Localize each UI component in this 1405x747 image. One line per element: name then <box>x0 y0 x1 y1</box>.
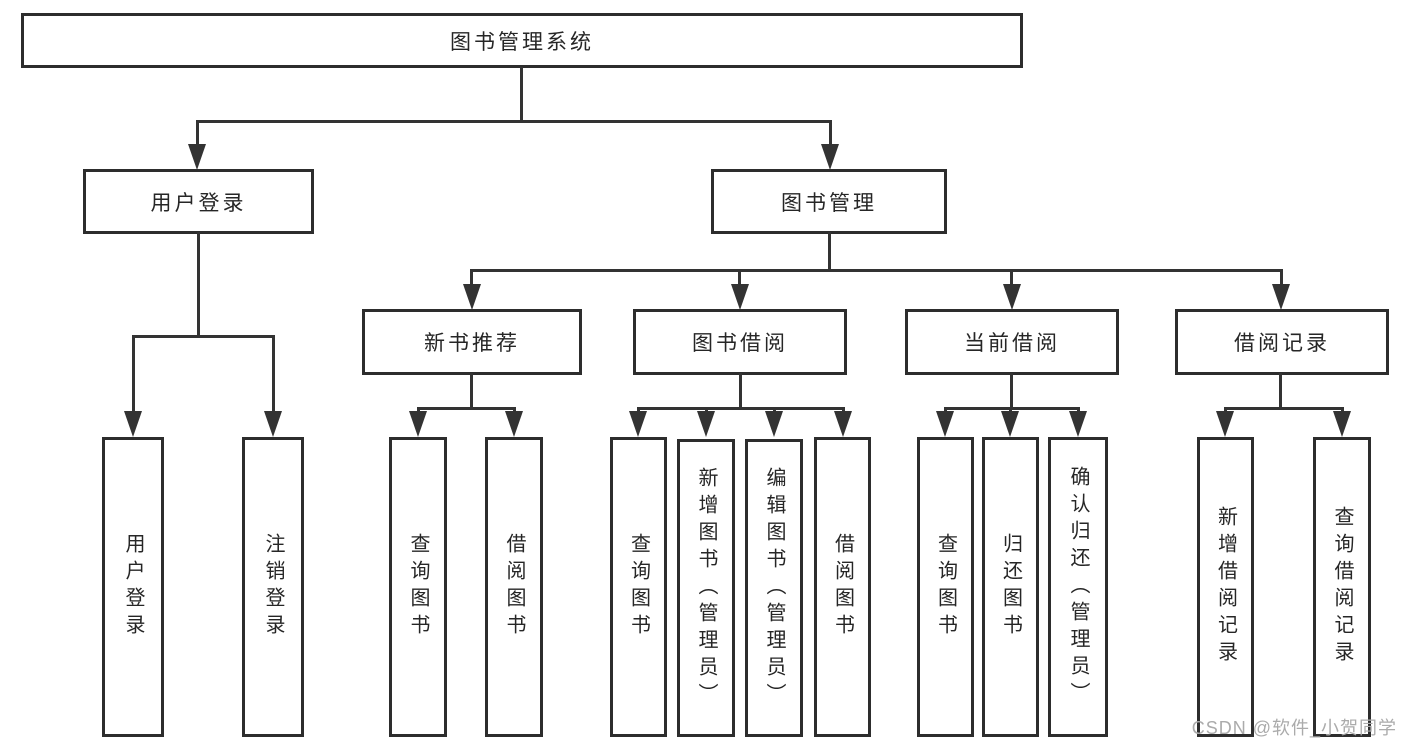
arrowhead-borrowrecords-query <box>1333 411 1351 437</box>
node-book-mgmt: 图书管理 <box>711 169 947 234</box>
connector-root-stub-left <box>196 120 199 147</box>
connector-bookmgmt-hline <box>470 269 1283 272</box>
leaf-currentborrow-query: 查询图书 <box>917 437 974 737</box>
connector-currentborrow-vline <box>1010 373 1013 409</box>
leaf-newbooks-borrow: 借阅图书 <box>485 437 543 737</box>
arrowhead-user-login <box>188 144 206 170</box>
leaf-bookborrow-query: 查询图书 <box>610 437 667 737</box>
leaf-logout: 注销登录 <box>242 437 304 737</box>
connector-newbooks-vline <box>470 373 473 409</box>
arrowhead-current-borrow <box>1003 284 1021 310</box>
arrowhead-newbooks-query <box>409 411 427 437</box>
connector-root-hline <box>196 120 832 123</box>
leaf-bookborrow-add: 新增图书（管理员） <box>677 439 735 737</box>
arrowhead-borrow-records <box>1272 284 1290 310</box>
arrowhead-bookborrow-borrow <box>834 411 852 437</box>
leaf-bookborrow-borrow: 借阅图书 <box>814 437 871 737</box>
connector-bookmgmt-stub-1 <box>470 269 473 287</box>
arrowhead-leaf-login <box>124 411 142 437</box>
leaf-bookborrow-edit: 编辑图书（管理员） <box>745 439 803 737</box>
connector-userlogin-hline <box>132 335 275 338</box>
node-book-borrow: 图书借阅 <box>633 309 847 375</box>
arrowhead-currentborrow-confirm <box>1069 411 1087 437</box>
connector-borrowrecords-vline <box>1279 373 1282 409</box>
csdn-watermark: CSDN @软件_小贺同学 <box>1191 718 1397 738</box>
connector-newbooks-hline <box>417 407 516 410</box>
connector-root-stub-right <box>829 120 832 147</box>
leaf-borrowrecords-query: 查询借阅记录 <box>1313 437 1371 737</box>
arrowhead-currentborrow-query <box>936 411 954 437</box>
node-user-login: 用户登录 <box>83 169 314 234</box>
leaf-currentborrow-return: 归还图书 <box>982 437 1039 737</box>
arrowhead-currentborrow-return <box>1001 411 1019 437</box>
node-root: 图书管理系统 <box>21 13 1023 68</box>
leaf-user-login: 用户登录 <box>102 437 164 737</box>
leaf-currentborrow-confirm: 确认归还（管理员） <box>1048 437 1108 737</box>
node-current-borrow: 当前借阅 <box>905 309 1119 375</box>
arrowhead-new-books <box>463 284 481 310</box>
connector-userlogin-stub-1 <box>132 335 135 414</box>
leaf-newbooks-query: 查询图书 <box>389 437 447 737</box>
connector-root-vline <box>520 67 523 122</box>
arrowhead-leaf-logout <box>264 411 282 437</box>
connector-bookmgmt-stub-3 <box>1010 269 1013 287</box>
connector-bookmgmt-vline <box>828 232 831 271</box>
connector-currentborrow-hline <box>944 407 1080 410</box>
node-new-books: 新书推荐 <box>362 309 582 375</box>
connector-userlogin-stub-2 <box>272 335 275 414</box>
connector-userlogin-vline <box>197 232 200 337</box>
connector-bookborrow-vline <box>739 373 742 409</box>
arrowhead-bookborrow-add <box>697 411 715 437</box>
arrowhead-bookborrow-edit <box>765 411 783 437</box>
leaf-borrowrecords-add: 新增借阅记录 <box>1197 437 1254 737</box>
arrowhead-newbooks-borrow <box>505 411 523 437</box>
connector-bookmgmt-stub-4 <box>1280 269 1283 287</box>
arrowhead-book-borrow <box>731 284 749 310</box>
connector-borrowrecords-hline <box>1224 407 1344 410</box>
arrowhead-borrowrecords-add <box>1216 411 1234 437</box>
arrowhead-book-mgmt <box>821 144 839 170</box>
connector-bookborrow-hline <box>637 407 845 410</box>
arrowhead-bookborrow-query <box>629 411 647 437</box>
node-borrow-records: 借阅记录 <box>1175 309 1389 375</box>
connector-bookmgmt-stub-2 <box>738 269 741 287</box>
